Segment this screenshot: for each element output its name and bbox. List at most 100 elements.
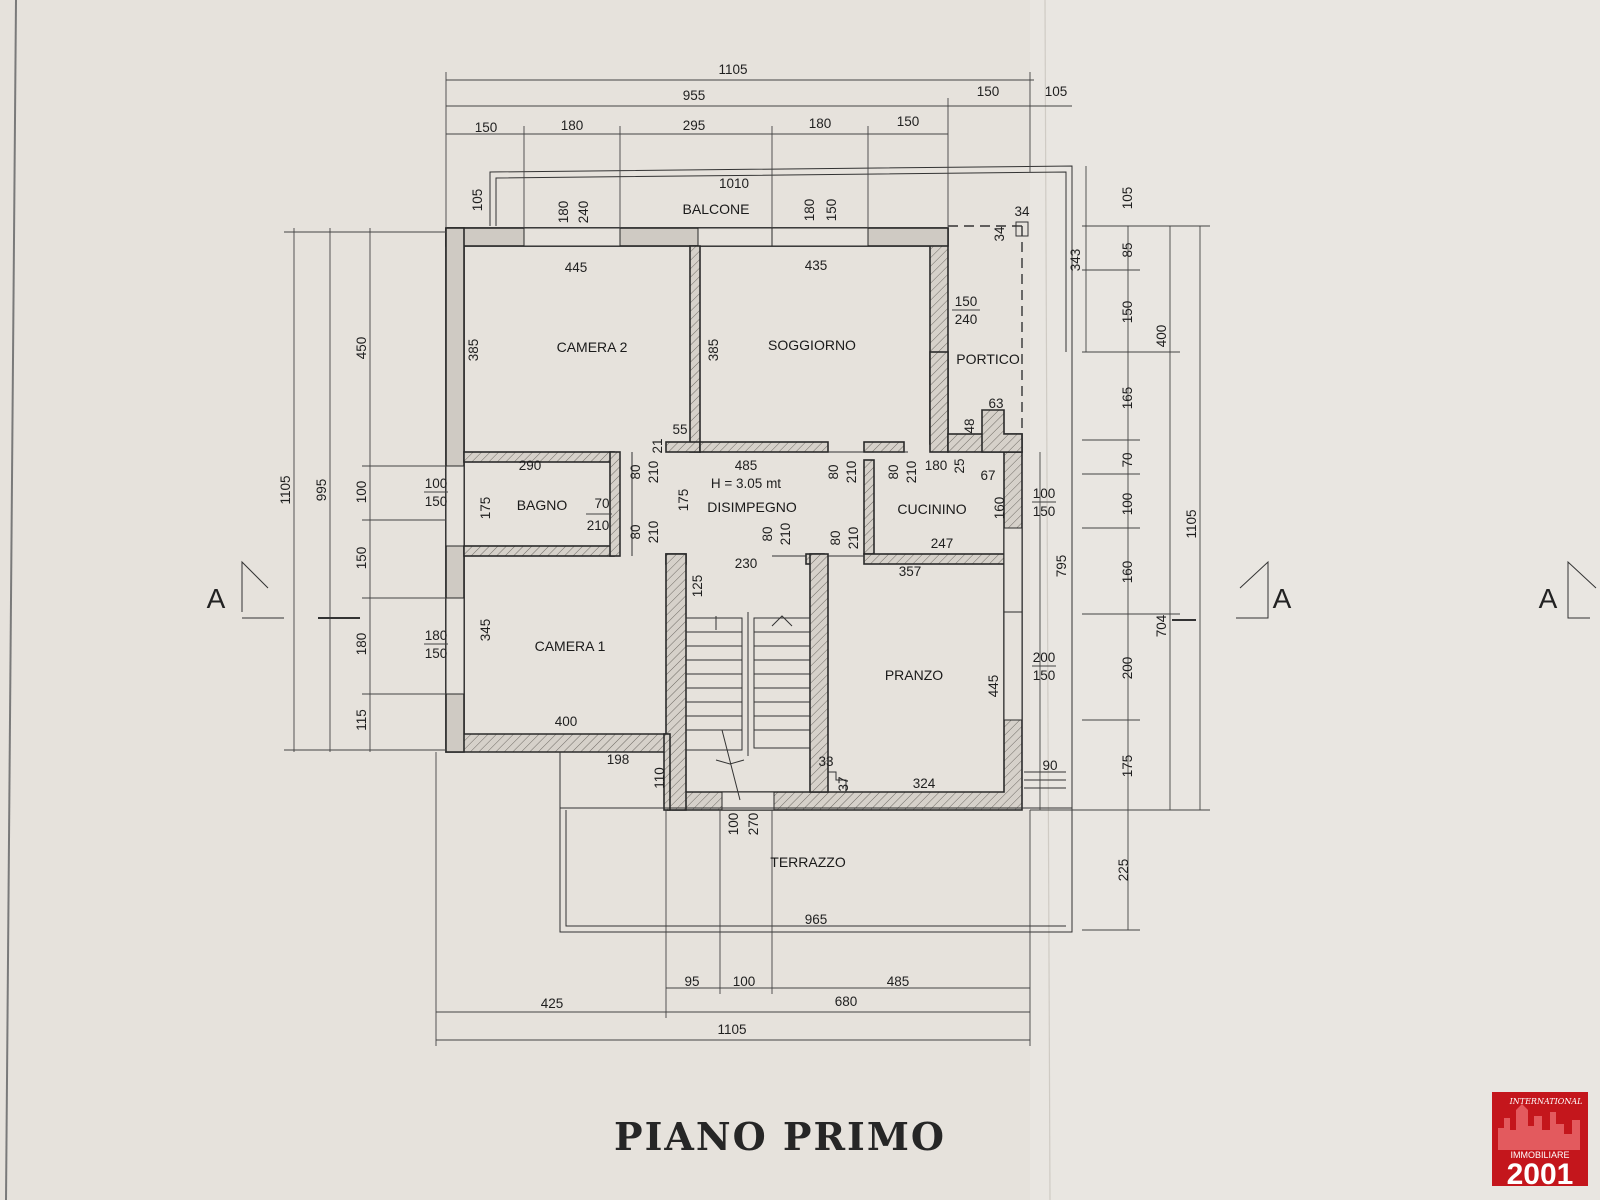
dim-pranzo-h: 445	[986, 675, 1001, 698]
paper-binding-crease	[1044, 0, 1051, 1200]
dim-cuc-67: 67	[980, 468, 995, 483]
door3-80: 80	[826, 464, 841, 479]
paper-right-page	[1030, 0, 1600, 1200]
door4-80: 80	[886, 464, 901, 479]
wall-soggiorno-portico	[929, 351, 949, 453]
dim-right-a1: 105	[1120, 187, 1135, 210]
dim-dis-h: 175	[676, 489, 691, 512]
dim-bottom-b3: 485	[887, 974, 910, 989]
section-markers	[241, 560, 1597, 621]
dim-right-b8: 175	[1120, 755, 1135, 778]
dim-21: 21	[650, 438, 665, 453]
dim-window2-top: 180	[802, 199, 817, 222]
door2-210: 210	[646, 521, 661, 544]
balcony-outline	[489, 165, 1073, 352]
dim-cam1-h: 345	[478, 619, 493, 642]
wall-bagno-camera1	[463, 545, 615, 557]
balcony-outline-inner	[495, 171, 1067, 352]
room-terrazzo: TERRAZZO	[770, 854, 846, 870]
section-arrow-right	[1236, 560, 1269, 619]
dim-cam2-h: 385	[466, 339, 481, 362]
door4-210: 210	[904, 461, 919, 484]
west-window-camera1	[445, 597, 465, 695]
wall-corner-55	[665, 441, 701, 453]
logo-text-international: INTERNATIONAL	[1509, 1097, 1583, 1106]
dim-sog-w: 435	[805, 258, 828, 273]
dim-win-sog-top: 150	[955, 294, 978, 309]
logo-text-immobiliare: IMMOBILIARE	[1510, 1150, 1569, 1160]
pranzo-corner-step	[828, 771, 847, 792]
terrace-outline-inner	[565, 810, 1066, 927]
dim-bagno-h: 175	[478, 497, 493, 520]
door5-210: 210	[778, 523, 793, 546]
door6-210: 210	[846, 527, 861, 550]
dim-198: 198	[607, 752, 630, 767]
dim-right-795: 795	[1054, 555, 1069, 578]
dim-top-150-label: 150	[977, 84, 1000, 99]
dim-left-c5: 115	[354, 709, 369, 731]
dim-100-door: 100	[726, 813, 741, 836]
dim-balcony-depth: 105	[470, 189, 485, 212]
dim-left-overall-label: 1105	[278, 475, 293, 504]
dim-top-c3: 295	[683, 118, 706, 133]
room-balcone: BALCONE	[683, 201, 750, 217]
door-openings	[619, 451, 908, 557]
portico-post	[1015, 221, 1029, 237]
room-camera-2: CAMERA 2	[557, 339, 628, 355]
door6-80: 80	[828, 530, 843, 545]
dim-right-b3: 165	[1120, 387, 1135, 410]
staircase	[685, 612, 811, 801]
room-portico: PORTICO	[956, 351, 1020, 367]
north-window-soggiorno	[697, 227, 773, 247]
terrace-outline	[559, 352, 1073, 933]
dim-bottom-c2: 680	[835, 994, 858, 1009]
dim-sog-h: 385	[706, 339, 721, 362]
logo-text-2001: 2001	[1507, 1158, 1574, 1191]
north-door-soggiorno	[771, 227, 869, 247]
dim-right-b5: 100	[1120, 493, 1135, 516]
dim-win-cam1-top: 180	[425, 628, 448, 643]
door5-80: 80	[760, 526, 775, 541]
dim-bottom-b1: 95	[684, 974, 699, 989]
room-cucinino: CUCININO	[897, 501, 966, 517]
dim-left-995-label: 995	[314, 479, 329, 502]
dim-window1-bot: 240	[576, 201, 591, 224]
door1-80: 80	[628, 464, 643, 479]
room-bagno: BAGNO	[517, 497, 568, 513]
west-window-bagno	[445, 465, 465, 547]
door1-210: 210	[646, 461, 661, 484]
paper-fold-edge	[5, 0, 17, 1200]
stair-treads	[686, 631, 810, 731]
dim-top-955-label: 955	[683, 88, 706, 103]
outdoor-outlines	[489, 165, 1073, 933]
dim-post-a: 34	[1014, 204, 1030, 219]
dim-top-overall-label: 1105	[718, 62, 747, 77]
dim-portico-63: 63	[988, 396, 1003, 411]
door2-80: 80	[628, 524, 643, 539]
wall-bagno-disimpegno	[609, 451, 621, 557]
dim-terrazzo-w: 965	[805, 912, 828, 927]
door3-210: 210	[844, 461, 859, 484]
dim-left-c2: 100	[354, 481, 369, 504]
dim-bottom-overall-label: 1105	[717, 1022, 746, 1037]
dim-cuc-25: 25	[952, 458, 967, 473]
dim-portico-48: 48	[962, 418, 977, 433]
dim-top-c2: 180	[561, 118, 584, 133]
stair-break-line	[721, 729, 741, 801]
stair-arrow-up	[771, 615, 793, 627]
ceiling-height: H = 3.05 mt	[711, 476, 781, 491]
east-window-pranzo	[1003, 611, 1023, 721]
dim-top-c5: 150	[897, 114, 920, 129]
section-letter-right: A	[1273, 583, 1292, 614]
dim-right-c2: 704	[1154, 614, 1169, 637]
dim-right-a2: 343	[1068, 249, 1083, 272]
dim-55: 55	[672, 422, 687, 437]
wall-soggiorno-cucinino	[863, 441, 905, 453]
dim-right-b1: 85	[1120, 242, 1135, 257]
north-window-camera2	[523, 227, 621, 247]
dim-cam1-w: 400	[555, 714, 578, 729]
dim-win-cuc-bot: 150	[1033, 504, 1056, 519]
stair-flight-right	[753, 617, 811, 749]
agency-logo: INTERNATIONAL IMMOBILIARE 2001	[1492, 1092, 1588, 1191]
